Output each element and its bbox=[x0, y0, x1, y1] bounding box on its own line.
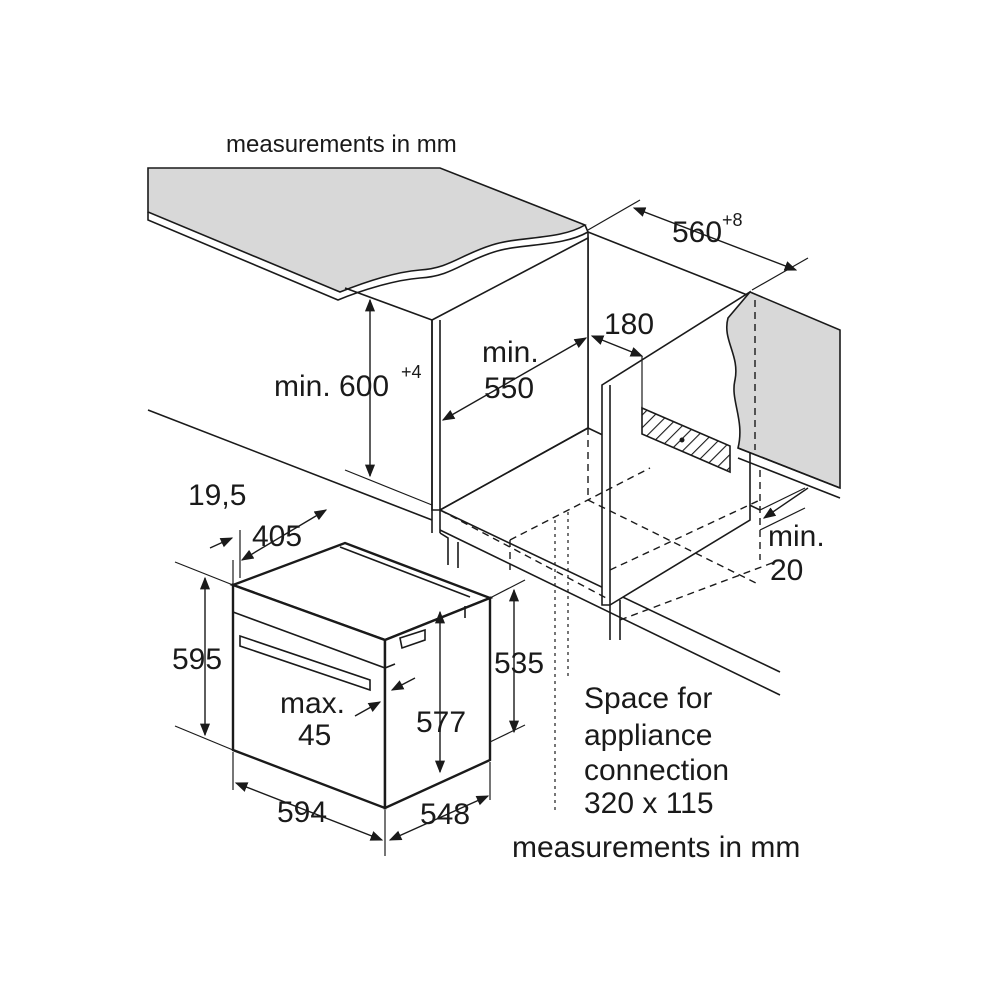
dim-gap bbox=[762, 487, 809, 519]
cabinet-width-tolerance: +8 bbox=[722, 210, 743, 230]
body-height-label: 577 bbox=[416, 706, 466, 739]
dim-front-offset bbox=[209, 537, 234, 549]
oven-top-back-edge bbox=[339, 546, 471, 598]
vent-center-dot bbox=[679, 437, 685, 443]
top-measurements-note: measurements in mm bbox=[226, 131, 457, 158]
ext-cabinet-height bbox=[344, 469, 433, 506]
cabinet-depth-label-2: 550 bbox=[484, 372, 534, 405]
appliance-space-line-2: appliance bbox=[584, 719, 712, 752]
cabinet-floor-left bbox=[439, 427, 589, 511]
dim-oven-depth bbox=[388, 795, 490, 841]
worktop-left-edge bbox=[147, 212, 590, 301]
cabinet-depth-label-1: min. bbox=[482, 336, 539, 369]
cabinet-group: min. 600 +4 min. 550 560 +8 180 min. 20 bbox=[147, 167, 841, 812]
dim-handle-1 bbox=[354, 701, 382, 717]
oven-handle bbox=[239, 634, 371, 692]
ext-height-top bbox=[174, 561, 234, 586]
cavity-dashed-lines bbox=[439, 428, 781, 812]
appliance-space-line-1: Space for bbox=[584, 682, 712, 715]
plinth-foot-left bbox=[439, 532, 459, 568]
handle-label-1: max. bbox=[280, 687, 345, 720]
ext-side-top bbox=[489, 579, 526, 599]
oven-height-label: 595 bbox=[172, 643, 222, 676]
oven-depth-label: 548 bbox=[420, 798, 470, 831]
front-offset-label: 19,5 bbox=[188, 479, 246, 512]
dim-oven-width bbox=[234, 782, 384, 841]
cabinet-width-label: 560 bbox=[672, 216, 722, 249]
worktop-right-edge bbox=[737, 447, 841, 489]
gap-label-1: min. bbox=[768, 520, 825, 553]
ext-width-right bbox=[751, 257, 809, 291]
handle-label-2: 45 bbox=[298, 719, 331, 752]
appliance-space-line-3: connection bbox=[584, 754, 729, 787]
cabinet-height-label: min. 600 bbox=[274, 370, 389, 403]
worktop-right-edge-2 bbox=[737, 457, 841, 499]
vent-label: 180 bbox=[604, 308, 654, 341]
gap-label-2: 20 bbox=[770, 554, 803, 587]
vent-opening bbox=[641, 406, 731, 474]
left-panel-top bbox=[344, 287, 433, 321]
oven-width-label: 594 bbox=[277, 796, 327, 829]
dim-vent bbox=[590, 335, 644, 357]
bottom-measurements-note: measurements in mm bbox=[512, 831, 800, 864]
oven-side-bracket bbox=[399, 628, 426, 650]
dim-cabinet-depth bbox=[441, 337, 588, 421]
ext-width-left bbox=[587, 199, 641, 231]
dim-handle-2 bbox=[390, 677, 416, 691]
floor-line-left bbox=[147, 409, 433, 521]
dim-top-depth bbox=[240, 509, 328, 561]
ext-side-bottom bbox=[489, 724, 526, 743]
oven-group: 19,5 405 595 max. 45 577 535 594 548 bbox=[172, 479, 544, 856]
cabinet-height-tolerance: +4 bbox=[401, 362, 422, 382]
ext-height-bottom bbox=[174, 725, 234, 751]
ext-gap-1 bbox=[759, 487, 806, 511]
oven-panel-edge bbox=[384, 663, 396, 669]
top-depth-label: 405 bbox=[252, 520, 302, 553]
ext-gap-2 bbox=[759, 507, 806, 531]
appliance-space-line-4: 320 x 115 bbox=[584, 787, 714, 820]
oven-control-panel-line bbox=[232, 611, 386, 669]
dim-cabinet-width bbox=[632, 207, 798, 271]
side-height-label: 535 bbox=[494, 647, 544, 680]
worktop-left bbox=[147, 167, 587, 293]
